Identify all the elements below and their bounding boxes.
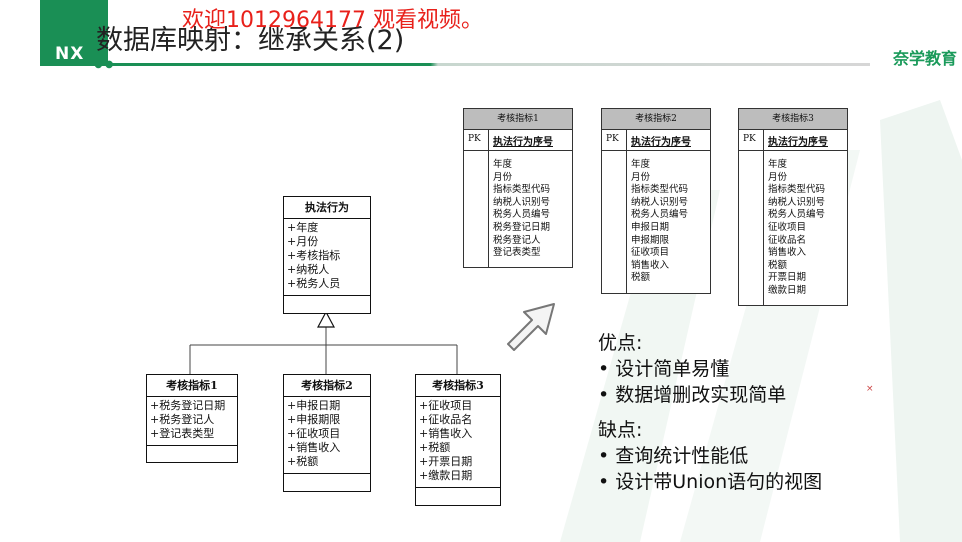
stray-mark: × (866, 384, 874, 394)
logo-dots-icon: ●● (94, 59, 116, 70)
uml-attr: +征收项目 (287, 427, 341, 440)
uml-class-name: 考核指标3 (416, 375, 500, 397)
uml-attr: +税额 (419, 441, 451, 454)
er-field: 月份 (768, 171, 788, 183)
pros-heading: 优点: (598, 332, 643, 354)
er-field: 申报期限 (631, 234, 670, 246)
uml-attr: +征收项目 (419, 399, 473, 412)
er-field: 年度 (493, 159, 513, 170)
er-field: 指标类型代码 (631, 184, 689, 196)
er-divider (488, 130, 489, 267)
uml-class-name: 执法行为 (284, 197, 370, 219)
uml-attr: +纳税人 (287, 263, 330, 276)
uml-attribute-list: +年度 +月份 +考核指标 +纳税人 +税务人员 (284, 219, 370, 296)
uml-attr: +月份 (287, 235, 319, 248)
uml-class-name: 考核指标2 (284, 375, 370, 397)
cons-heading: 缺点: (598, 419, 643, 441)
er-field: 申报日期 (631, 221, 670, 233)
er-field: 税务人员编号 (493, 209, 551, 221)
uml-attr: +申报日期 (287, 399, 341, 412)
er-field: 纳税人识别号 (768, 196, 826, 208)
uml-attribute-list: +征收项目 +征收品名 +销售收入 +税额 +开票日期 +缴款日期 (416, 397, 500, 488)
er-table-name: 考核指标2 (602, 109, 710, 130)
uml-attr: +税务登记人 (150, 413, 215, 426)
er-field: 征收品名 (768, 234, 807, 246)
logo-badge (40, 0, 108, 66)
er-field: 税务人员编号 (768, 209, 826, 221)
uml-attr: +考核指标 (287, 249, 341, 262)
uml-attribute-list: +税务登记日期 +税务登记人 +登记表类型 (147, 397, 237, 446)
pros-item: • 设计简单易懂 (598, 358, 730, 380)
watermark-text: 欢迎1012964177 观看视频。 (182, 8, 483, 33)
er-field: 税务登记日期 (493, 221, 551, 233)
er-pk-row: PK 执法行为序号 (464, 130, 572, 151)
uml-attr: +申报期限 (287, 413, 341, 426)
er-field: 征收项目 (768, 221, 807, 233)
er-field: 开票日期 (768, 272, 807, 284)
uml-attr: +税务人员 (287, 277, 341, 290)
uml-attr: +缴款日期 (419, 469, 473, 482)
uml-class-name: 考核指标1 (147, 375, 237, 397)
uml-attr: +销售收入 (419, 427, 473, 440)
er-field: 缴款日期 (768, 284, 807, 296)
pros-cons-notes: 优点: • 设计简单易懂 • 数据增删改实现简单 缺点: • 查询统计性能低 •… (598, 330, 822, 495)
er-pk-row: PK 执法行为序号 (602, 130, 710, 151)
uml-class-parent: 执法行为 +年度 +月份 +考核指标 +纳税人 +税务人员 (283, 196, 371, 314)
er-table-1: 考核指标1 PK 执法行为序号 年度 月份 指标类型代码 纳税人识别号 税务人员… (463, 108, 573, 268)
inheritance-arrow-icon (317, 310, 335, 328)
pros-item: • 数据增删改实现简单 (598, 384, 787, 406)
uml-attr: +税务登记日期 (150, 399, 226, 412)
er-field: 指标类型代码 (768, 184, 826, 196)
pk-label: PK (743, 134, 756, 144)
brand-name: 奈学教育 (893, 49, 958, 68)
slide-title: 数据库映射：继承关系(2) (96, 25, 405, 56)
uml-class-child-3: 考核指标3 +征收项目 +征收品名 +销售收入 +税额 +开票日期 +缴款日期 (415, 374, 501, 506)
er-field: 销售收入 (631, 259, 670, 271)
er-field: 指标类型代码 (493, 184, 551, 196)
uml-attr: +开票日期 (419, 455, 473, 468)
uml-attribute-list: +申报日期 +申报期限 +征收项目 +销售收入 +税额 (284, 397, 370, 474)
er-field: 征收项目 (631, 247, 670, 259)
er-field: 年度 (631, 159, 651, 170)
er-field-list: 年度 月份 指标类型代码 纳税人识别号 税务人员编号 申报日期 申报期限 征收项… (631, 159, 688, 285)
er-field: 年度 (768, 159, 788, 170)
pk-field: 执法行为序号 (631, 137, 691, 148)
er-field: 税额 (631, 272, 651, 284)
mapping-arrow-icon (507, 303, 555, 351)
cons-item: • 查询统计性能低 (598, 445, 749, 467)
er-table-name: 考核指标3 (739, 109, 847, 130)
er-table-name: 考核指标1 (464, 109, 572, 130)
title-underline (112, 63, 870, 66)
cons-item: • 设计带Union语句的视图 (598, 471, 823, 493)
pk-label: PK (606, 134, 619, 144)
er-field: 税额 (768, 259, 788, 271)
pk-field: 执法行为序号 (768, 137, 828, 148)
uml-attr: +年度 (287, 221, 319, 234)
er-field: 纳税人识别号 (493, 196, 551, 208)
er-field: 月份 (631, 171, 651, 183)
uml-attr: +税额 (287, 455, 319, 468)
uml-attr: +销售收入 (287, 441, 341, 454)
er-table-3: 考核指标3 PK 执法行为序号 年度 月份 指标类型代码 纳税人识别号 税务人员… (738, 108, 848, 306)
er-field-list: 年度 月份 指标类型代码 纳税人识别号 税务人员编号 税务登记日期 税务登记人 … (493, 159, 550, 260)
uml-attr: +征收品名 (419, 413, 473, 426)
er-field: 税务人员编号 (631, 209, 689, 221)
er-field: 纳税人识别号 (631, 196, 689, 208)
pk-label: PK (468, 134, 481, 144)
er-divider (626, 130, 627, 293)
pk-field: 执法行为序号 (493, 137, 553, 148)
er-divider (763, 130, 764, 305)
logo-text: NX (55, 44, 85, 64)
uml-attr: +登记表类型 (150, 427, 215, 440)
er-field: 税务登记人 (493, 234, 541, 246)
er-pk-row: PK 执法行为序号 (739, 130, 847, 151)
er-field: 登记表类型 (493, 247, 541, 259)
er-field: 销售收入 (768, 247, 807, 259)
er-field-list: 年度 月份 指标类型代码 纳税人识别号 税务人员编号 征收项目 征收品名 销售收… (768, 159, 825, 298)
uml-class-child-2: 考核指标2 +申报日期 +申报期限 +征收项目 +销售收入 +税额 (283, 374, 371, 492)
er-table-2: 考核指标2 PK 执法行为序号 年度 月份 指标类型代码 纳税人识别号 税务人员… (601, 108, 711, 294)
uml-class-child-1: 考核指标1 +税务登记日期 +税务登记人 +登记表类型 (146, 374, 238, 463)
er-field: 月份 (493, 171, 513, 183)
